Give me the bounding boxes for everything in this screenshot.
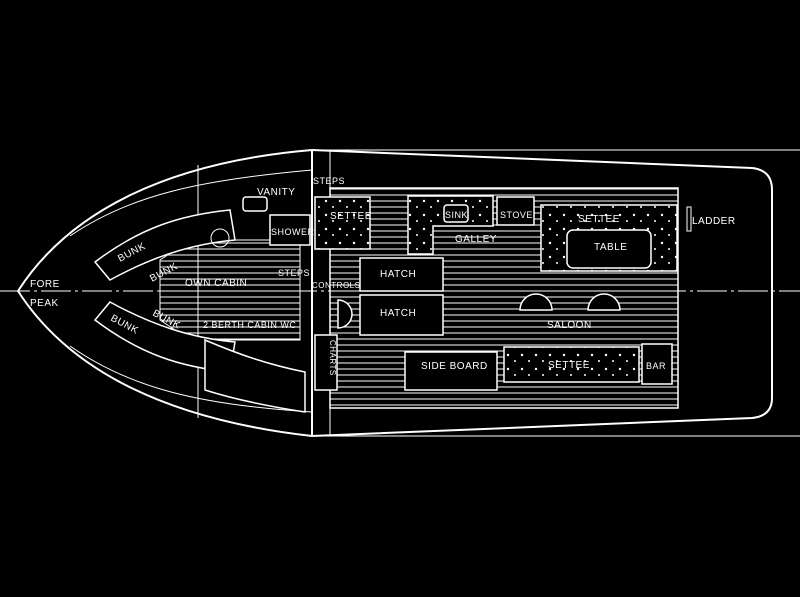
label-settee-port: SETTEE — [548, 360, 590, 371]
inner-hull-top — [69, 169, 313, 237]
shower-stall — [269, 214, 311, 246]
hull-outline — [16, 148, 773, 438]
label-charts: CHARTS — [328, 340, 337, 376]
label-controls: CONTROLS — [312, 281, 360, 290]
settee-port-fill — [504, 347, 639, 382]
label-settee-fwd: SETTEE — [330, 211, 372, 222]
toilet — [210, 228, 230, 248]
label-owners-cabin: OWN CABIN — [185, 278, 247, 289]
side-board — [404, 351, 498, 391]
chart-table — [314, 334, 338, 391]
galley-counter-fill — [408, 196, 493, 254]
bunk-upper — [93, 209, 236, 281]
label-stove: STOVE — [500, 210, 533, 220]
saloon-chair-1 — [519, 293, 553, 311]
label-side-board: SIDE BOARD — [421, 361, 488, 372]
label-shower: SHOWER — [271, 227, 315, 237]
label-steps-top: STEPS — [313, 176, 345, 186]
label-table: TABLE — [594, 242, 627, 253]
label-peak: PEAK — [30, 298, 59, 309]
inner-hull-bottom — [69, 345, 313, 413]
label-hatch-upper: HATCH — [380, 269, 416, 280]
label-bar: BAR — [646, 361, 666, 371]
stove — [496, 196, 535, 226]
label-fore: FORE — [30, 279, 60, 290]
label-galley: GALLEY — [455, 234, 497, 245]
label-saloon: SALOON — [547, 320, 592, 331]
table — [566, 229, 652, 269]
label-hatch-lower: HATCH — [380, 308, 416, 319]
bar — [641, 343, 673, 385]
label-ladder: LADDER — [692, 216, 736, 227]
label-steps-mid: STEPS — [278, 268, 310, 278]
label-settee-aft: SETTEE — [578, 214, 620, 225]
helm-wheel — [337, 299, 353, 329]
label-sink: SINK — [445, 210, 468, 220]
settee-fwd-fill — [315, 197, 370, 249]
label-vanity: VANITY — [257, 187, 295, 198]
hatch-lower — [359, 294, 444, 336]
vanity-basin — [242, 196, 268, 212]
ladder-mark — [686, 206, 692, 232]
cabin-berth — [204, 338, 306, 413]
label-two-berth-cabin: 2 BERTH CABIN WC — [203, 320, 296, 330]
saloon-chair-2 — [587, 293, 621, 311]
sink — [443, 204, 469, 223]
hatch-upper — [359, 257, 444, 292]
